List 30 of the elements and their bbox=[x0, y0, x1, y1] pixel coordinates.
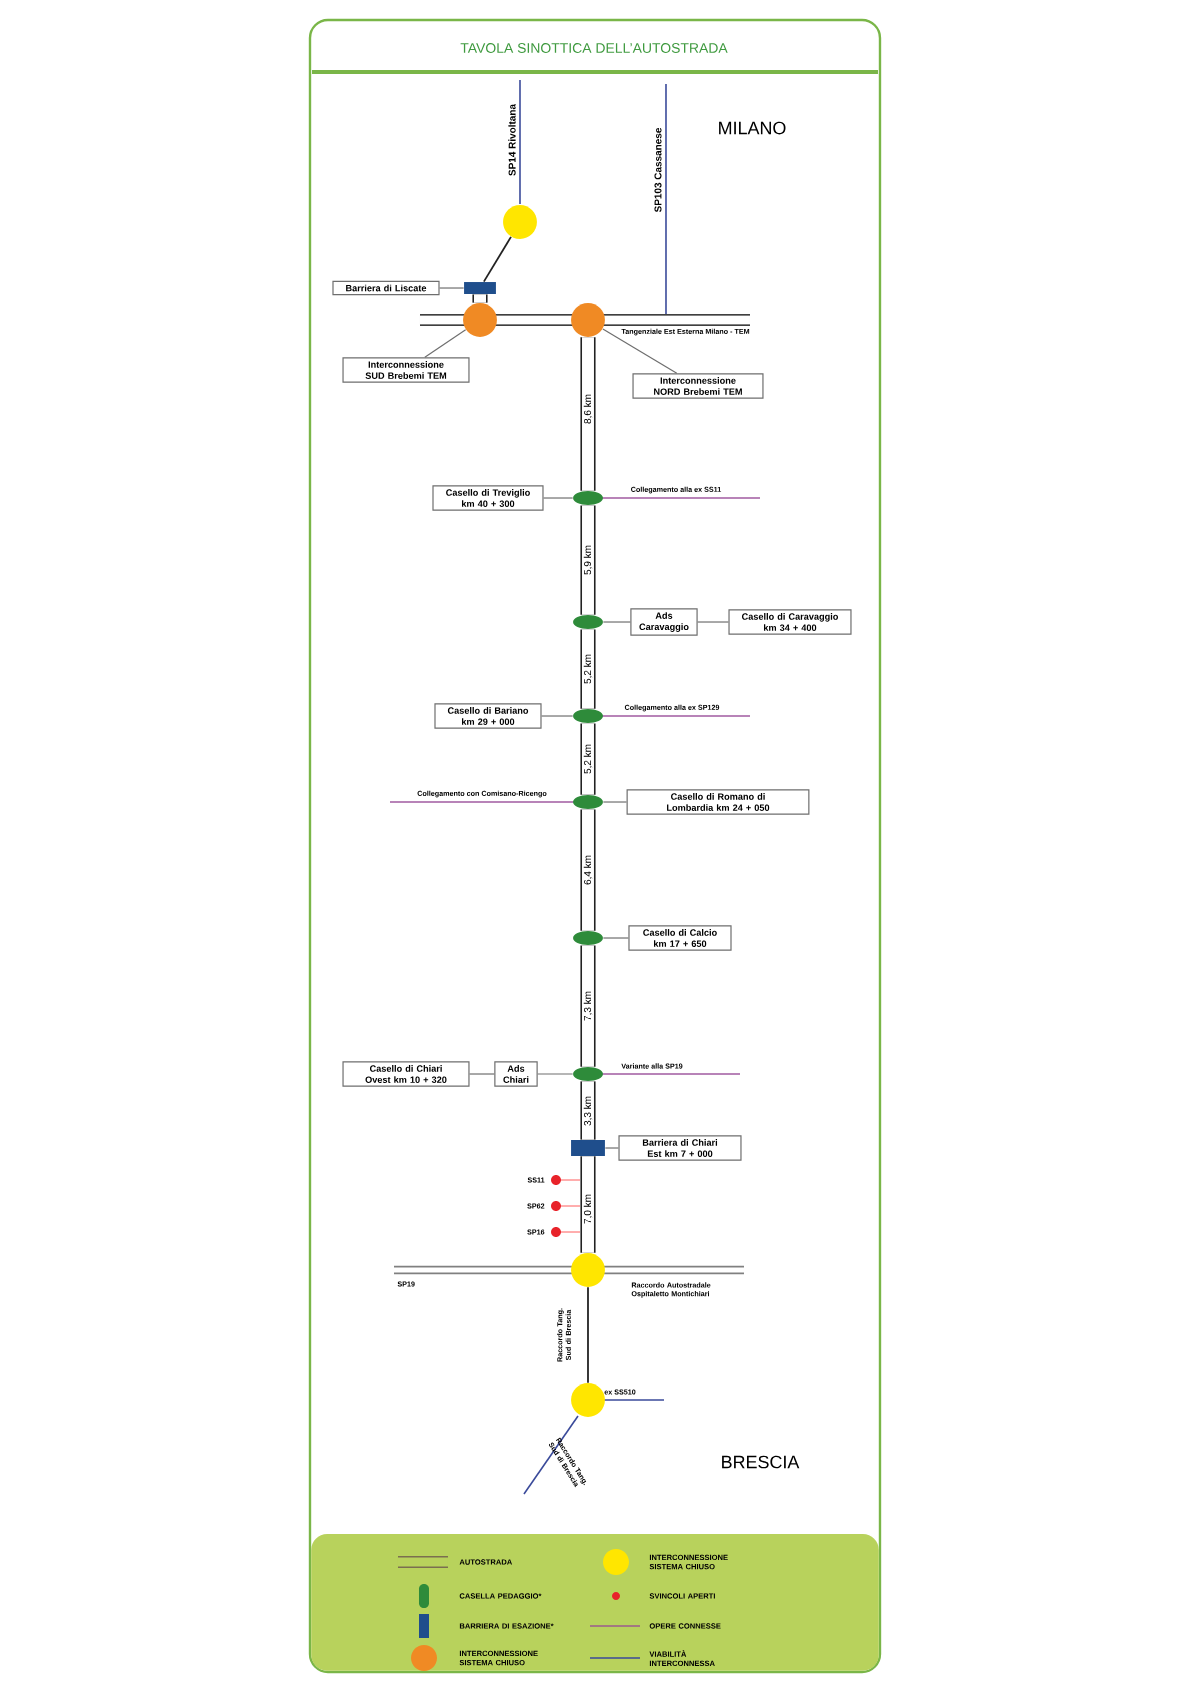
city-label: MILANO bbox=[719, 121, 786, 135]
road-line bbox=[482, 235, 512, 283]
toll-marker bbox=[573, 615, 603, 629]
leader-line bbox=[602, 621, 631, 623]
leader-line bbox=[697, 621, 729, 623]
barrier-marker bbox=[571, 1140, 605, 1156]
leader-line bbox=[602, 801, 628, 803]
motorway-segment bbox=[580, 1156, 596, 1253]
motorway-segment bbox=[580, 1081, 596, 1140]
leader-line bbox=[537, 1073, 574, 1075]
motorway-segment bbox=[580, 809, 596, 931]
road-line bbox=[587, 1286, 589, 1384]
motorway-segment bbox=[580, 337, 596, 491]
leader-line bbox=[439, 287, 465, 289]
motorway-segment bbox=[580, 723, 596, 795]
barrier-marker bbox=[464, 282, 496, 294]
toll-marker bbox=[573, 931, 603, 945]
city-label: BRESCIA bbox=[722, 1455, 800, 1469]
leader-line bbox=[602, 328, 678, 374]
leader-line bbox=[541, 715, 574, 717]
leader-line bbox=[543, 497, 574, 499]
motorway-segment bbox=[580, 945, 596, 1067]
motorway-segment bbox=[472, 294, 488, 303]
leader-line bbox=[602, 937, 629, 939]
motorway-segment bbox=[580, 505, 596, 615]
leader-line bbox=[468, 1073, 495, 1075]
leader-line bbox=[424, 329, 467, 358]
leader-line bbox=[604, 1147, 619, 1149]
interchange-circle bbox=[463, 303, 497, 337]
motorway-segment bbox=[580, 629, 596, 709]
